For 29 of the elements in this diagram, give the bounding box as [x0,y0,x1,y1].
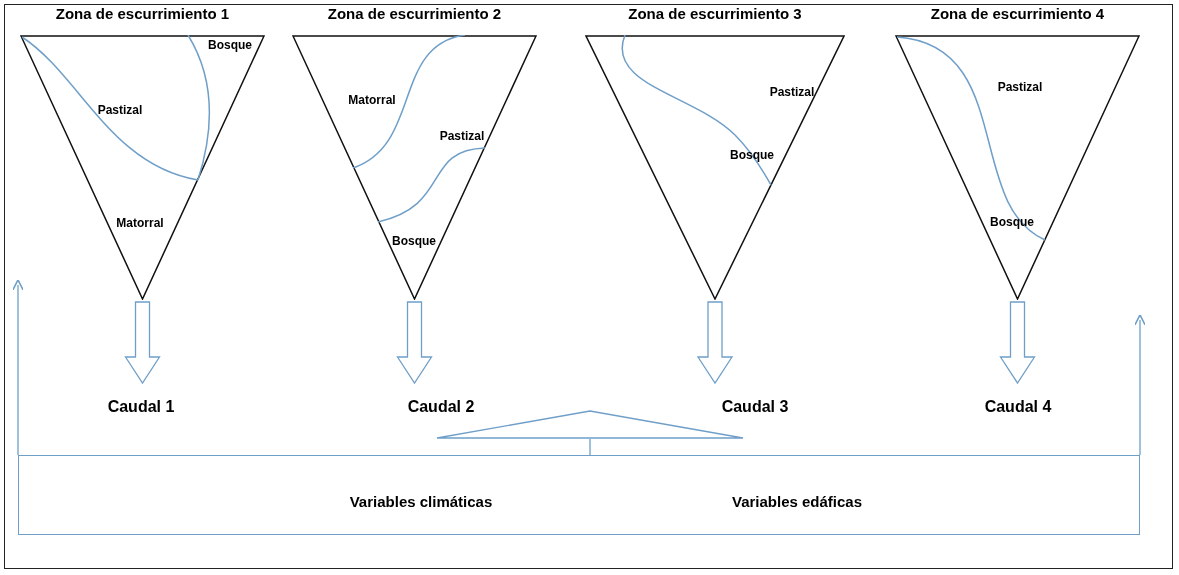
block-arrow [696,301,734,385]
flow-label: Caudal 1 [107,398,175,416]
block-arrow [999,301,1036,385]
zone-title: Zona de escurrimiento 3 [627,5,803,22]
land-cover-label: Bosque [208,38,252,52]
block-arrow [396,301,433,385]
zone-title: Zona de escurrimiento 2 [326,5,503,22]
arrow [1134,314,1146,456]
variable-text: Variables climáticas [349,493,493,510]
land-cover-label: Bosque [392,234,436,248]
variable-text: Variables edáficas [731,493,863,510]
balance-triangle [436,410,744,439]
zone-title: Zona de escurrimiento 4 [929,5,1106,22]
zone-title: Zona de escurrimiento 1 [54,5,231,22]
land-cover-label: Pastizal [97,103,143,117]
land-cover-label: Pastizal [997,80,1043,94]
land-cover-label: Bosque [990,215,1034,229]
land-cover-label: Bosque [730,148,774,162]
land-cover-label: Pastizal [769,85,815,99]
flow-label: Caudal 4 [984,398,1052,416]
arrow [12,279,24,456]
flow-label: Caudal 2 [407,398,475,416]
land-cover-label: Matorral [116,216,164,230]
variables-box [18,455,1140,535]
connector-line [589,438,591,456]
land-cover-label: Matorral [348,93,396,107]
flow-label: Caudal 3 [721,398,789,416]
land-cover-label: Pastizal [439,129,485,143]
block-arrow [124,301,161,385]
